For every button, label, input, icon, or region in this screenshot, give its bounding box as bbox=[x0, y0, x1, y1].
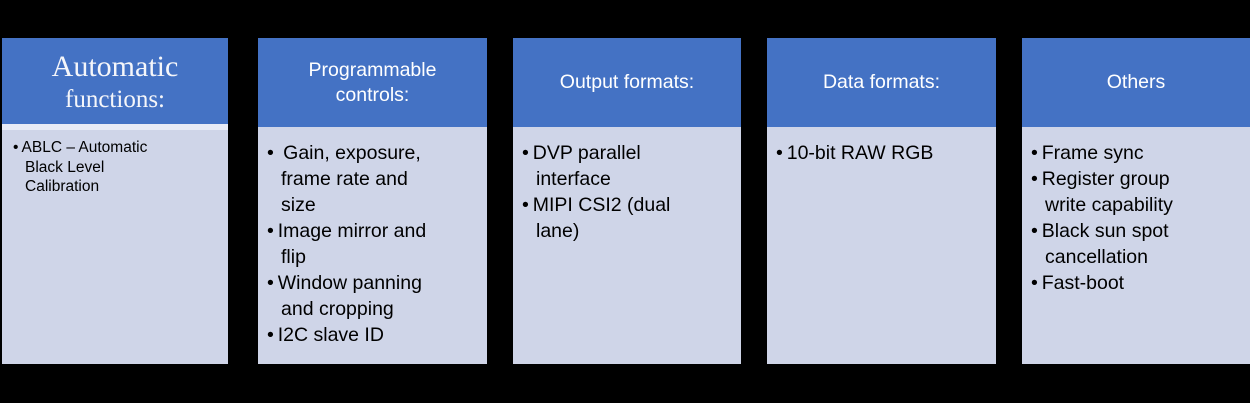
bullet-item: I2C slave ID bbox=[267, 322, 442, 348]
card-title-line: functions: bbox=[65, 86, 165, 113]
card-title-line: Others bbox=[1106, 71, 1166, 93]
card-title-line: controls: bbox=[335, 83, 410, 106]
bullet-item: 10-bit RAW RGB bbox=[776, 140, 986, 166]
feature-card-automatic-functions: Automatic functions: ABLC – Automatic Bla… bbox=[2, 38, 228, 364]
card-bullet-list: ABLC – Automatic Black Level Calibration bbox=[2, 130, 228, 364]
feature-card-output-formats: Output formats: DVP parallel interfaceMI… bbox=[513, 38, 741, 364]
bullet-item: Fast-boot bbox=[1031, 270, 1201, 296]
card-header: Data formats: bbox=[767, 38, 996, 127]
card-bullet-list: Gain, exposure, frame rate and sizeImage… bbox=[258, 127, 487, 364]
bullet-item: Gain, exposure, frame rate and size bbox=[267, 140, 442, 218]
bullet-item: Register group write capability bbox=[1031, 166, 1201, 218]
bullet-item: ABLC – Automatic Black Level Calibration bbox=[13, 138, 173, 197]
card-title-line: Data formats: bbox=[822, 71, 941, 93]
bullet-item: Window panning and cropping bbox=[267, 270, 442, 322]
card-header: Output formats: bbox=[513, 38, 741, 127]
bullet-item: Image mirror and flip bbox=[267, 218, 442, 270]
card-title-line: Programmable bbox=[308, 58, 437, 81]
card-header: Others bbox=[1022, 38, 1250, 127]
card-title-line: Output formats: bbox=[559, 71, 695, 93]
bullet-item: DVP parallel interface bbox=[522, 140, 687, 192]
card-bullet-list: Frame syncRegister group write capabilit… bbox=[1022, 127, 1250, 364]
card-bullet-list: 10-bit RAW RGB bbox=[767, 127, 996, 364]
bullet-item: MIPI CSI2 (dual lane) bbox=[522, 192, 687, 244]
card-header: Automatic functions: bbox=[2, 38, 228, 124]
card-bullet-list: DVP parallel interfaceMIPI CSI2 (dual la… bbox=[513, 127, 741, 364]
feature-card-others: Others Frame syncRegister group write ca… bbox=[1022, 38, 1250, 364]
feature-card-data-formats: Data formats: 10-bit RAW RGB bbox=[767, 38, 996, 364]
bullet-item: Frame sync bbox=[1031, 140, 1201, 166]
card-title-line: Automatic bbox=[51, 50, 179, 83]
bullet-item: Black sun spot cancellation bbox=[1031, 218, 1201, 270]
card-header-divider bbox=[2, 124, 228, 130]
